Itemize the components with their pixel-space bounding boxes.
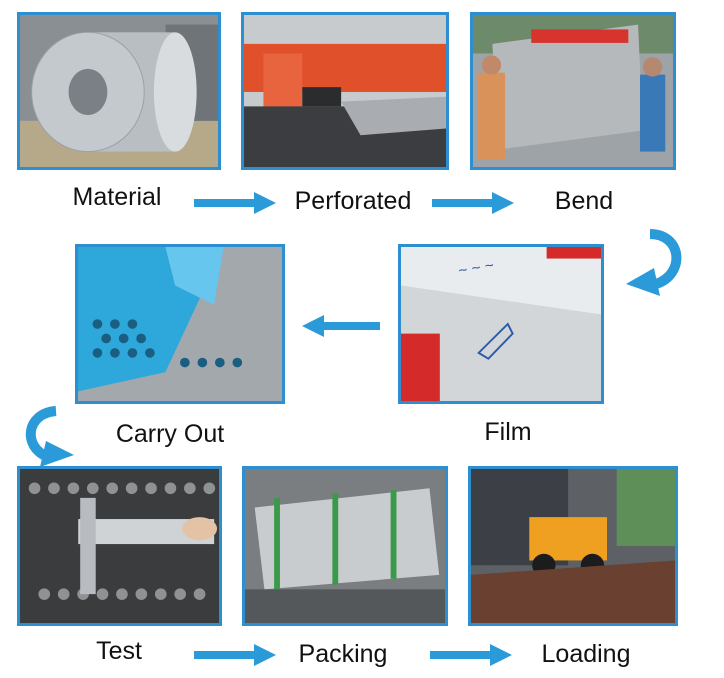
loading-photo [468, 466, 678, 626]
step-label-test: Test [96, 637, 142, 665]
step-label-film: Film [484, 418, 532, 446]
svg-text:~ ~ ~: ~ ~ ~ [457, 257, 495, 280]
step-label-loading: Loading [541, 640, 631, 668]
material-photo [17, 12, 221, 170]
step-label-carry-out: Carry Out [115, 420, 225, 448]
carry-out-photo [75, 244, 285, 404]
packing-photo [242, 466, 448, 626]
arrow-right-icon [194, 192, 276, 214]
arrow-left-icon [302, 315, 380, 337]
film-photo: ~ ~ ~ [398, 244, 604, 404]
arrow-right-icon [194, 644, 276, 666]
bend-photo [470, 12, 676, 170]
step-label-material: Material [72, 183, 162, 211]
curved-arrow-down-icon [626, 229, 682, 296]
step-label-perforated: Perforated [294, 187, 412, 215]
test-photo [17, 466, 222, 626]
arrow-right-icon [430, 644, 512, 666]
perforated-photo [241, 12, 449, 170]
step-label-packing: Packing [298, 640, 388, 668]
arrow-right-icon [432, 192, 514, 214]
curved-arrow-down-icon [25, 406, 74, 467]
step-label-bend: Bend [554, 187, 614, 215]
